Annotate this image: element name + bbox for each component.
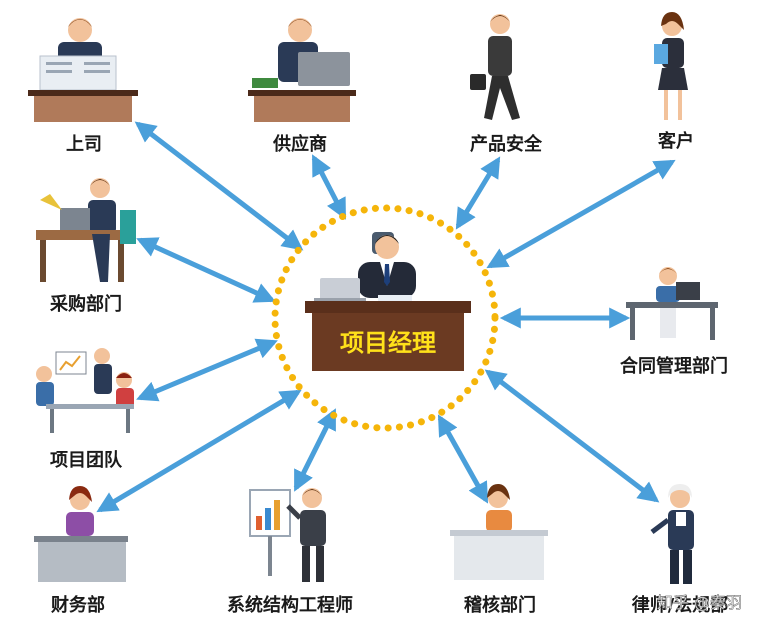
arrow-customer [486,159,676,269]
manager-desk [312,313,464,371]
stakeholder-label: 律师/法规部 [632,594,729,616]
stakeholder-label: 系统结构工程师 [227,594,353,616]
arrow-sys-architect [293,408,337,492]
arrow-purchasing [136,237,276,303]
connector-arrows [96,121,676,513]
manager-desk-top [305,301,471,313]
stakeholder-label: 合同管理部门 [620,355,728,377]
lawyer-icon [650,484,694,584]
dotted-ring [271,204,499,432]
watermark: 知乎 @秦羽 [657,593,742,612]
arrow-finance [96,389,302,513]
stakeholder-label: 上司 [66,134,102,155]
phone-walker-icon [470,14,520,120]
project-team-node: 项目团队 [36,348,134,471]
auditor-desk-icon [450,484,548,580]
purchasing-node: 采购部门 [36,178,136,315]
desk-computer-icon [248,18,356,122]
woman-with-folder-icon [654,12,688,120]
finance-node: 财务部 [34,486,128,616]
stakeholder-label: 采购部门 [49,293,122,315]
accountant-desk-icon [34,486,128,582]
sys-architect-node: 系统结构工程师 [227,488,353,616]
contract-mgmt-node: 合同管理部门 [620,267,728,377]
audit-node: 稽核部门 [450,484,548,616]
stakeholder-label: 供应商 [272,133,327,155]
desk-worker-icon [626,267,718,340]
stakeholder-label: 财务部 [51,594,105,616]
arrow-supplier [311,154,347,220]
presenter-chart-icon [249,488,326,582]
arrow-product-safety [455,156,501,230]
arrow-boss [134,121,304,251]
supplier-node: 供应商 [248,18,356,155]
center-label: 项目经理 [340,329,436,357]
desk-laptop-icon [36,178,136,282]
stakeholder-label: 项目团队 [50,449,123,471]
boss-node: 上司 [28,18,138,155]
arrow-legal [484,369,660,503]
stakeholder-label: 稽核部门 [464,594,536,616]
legal-node: 律师/法规部 [632,484,729,616]
customer-node: 客户 [654,12,694,152]
meeting-team-icon [36,348,134,433]
arrow-audit [437,414,489,504]
stakeholder-label: 客户 [658,130,694,152]
stakeholder-label: 产品安全 [470,133,543,155]
arrow-project-team [136,338,278,402]
newspaper-reader-icon [28,18,138,122]
project-manager-figure [305,232,471,371]
product-safety-node: 产品安全 [470,14,543,155]
